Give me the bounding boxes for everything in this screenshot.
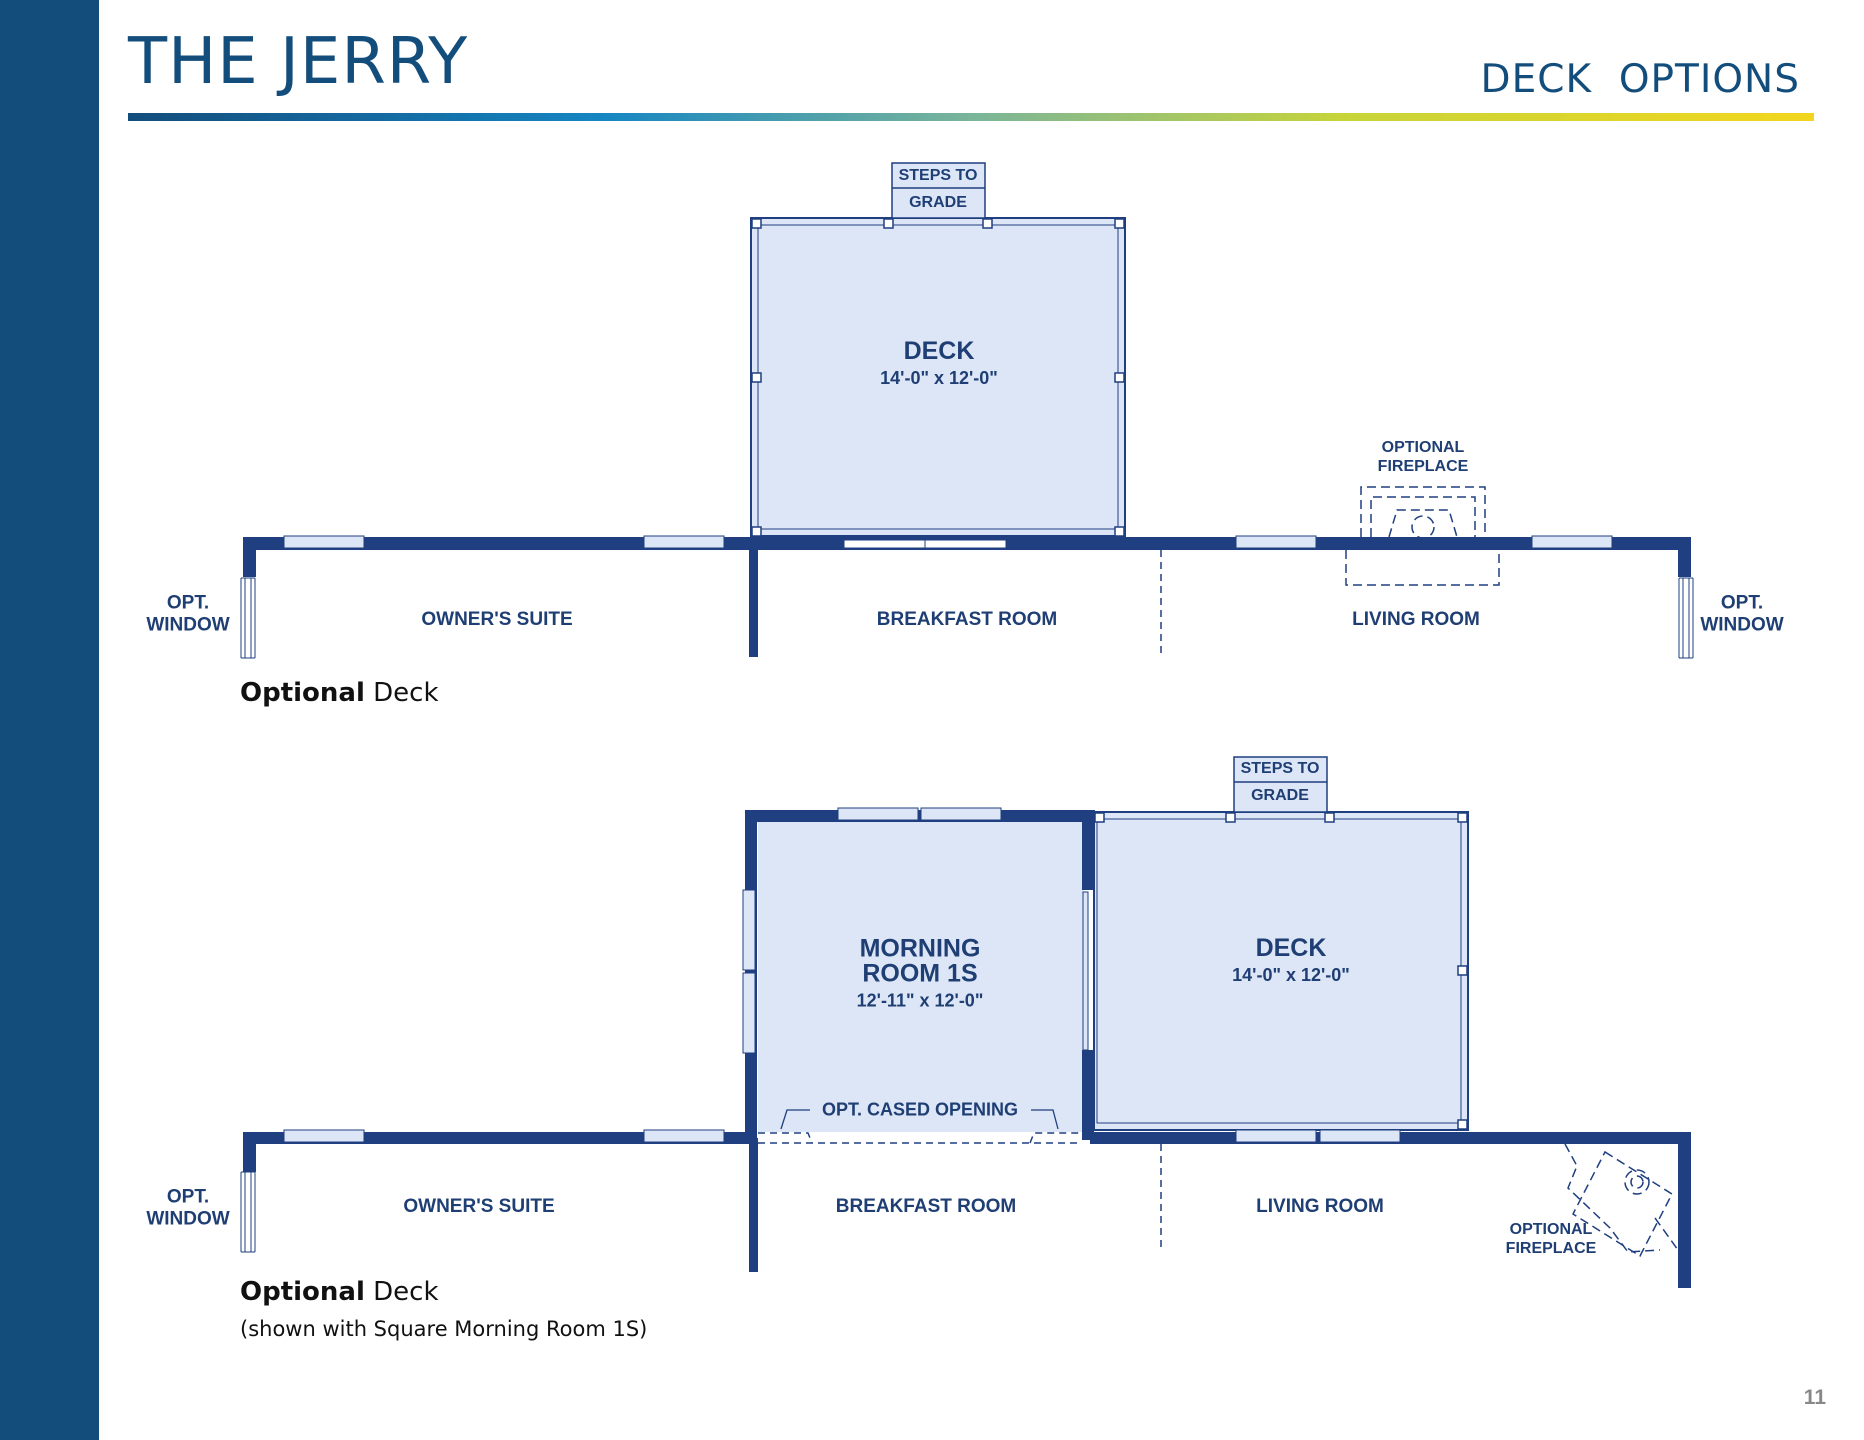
opt-window-left xyxy=(240,1171,256,1253)
left-sidebar-band xyxy=(0,0,99,1440)
opt-window-right xyxy=(1678,577,1694,659)
floor-plan-drawing xyxy=(240,756,1691,1288)
page-number: 11 xyxy=(1803,1386,1826,1409)
optional-fireplace-label: OPTIONAL FIREPLACE xyxy=(1505,1221,1597,1257)
wall-windows xyxy=(283,535,1613,549)
gradient-rule xyxy=(128,113,1814,121)
fireplace-outline xyxy=(1345,486,1500,586)
floor-plan-drawing xyxy=(240,162,1694,659)
deck-area xyxy=(1093,811,1469,1131)
living-room-label: LIVING ROOM xyxy=(1352,608,1480,630)
living-room-label: LIVING ROOM xyxy=(1256,1195,1384,1217)
cased-opening-dashes xyxy=(758,1132,1082,1144)
deck-label: DECK 14'-0" x 12'-0" xyxy=(880,336,998,388)
steps-to-grade-label: STEPS TO GRADE xyxy=(898,167,978,212)
breakfast-room-label: BREAKFAST ROOM xyxy=(876,608,1058,630)
morning-room-label: MORNING ROOM 1S 12'-11" x 12'-0" xyxy=(856,934,984,1011)
morning-room-windows xyxy=(742,807,1089,1054)
deck-posts xyxy=(1094,812,1468,1130)
plan-caption: Optional Deck xyxy=(240,678,439,708)
plan-subcaption: (shown with Square Morning Room 1S) xyxy=(240,1317,648,1341)
optional-fireplace-label: OPTIONAL FIREPLACE xyxy=(1377,439,1469,475)
steps-to-grade-box xyxy=(891,162,986,219)
steps-to-grade-box xyxy=(1233,756,1328,813)
steps-to-grade-label: STEPS TO GRADE xyxy=(1240,760,1320,805)
deck-area xyxy=(750,217,1126,537)
corner-fireplace-outline xyxy=(1564,1143,1679,1258)
plan-caption: Optional Deck xyxy=(240,1277,439,1307)
opt-window-right-label: OPT. WINDOW xyxy=(1700,592,1784,636)
breakfast-room-label: BREAKFAST ROOM xyxy=(835,1195,1017,1217)
wall-windows xyxy=(283,1129,1401,1143)
cased-opening-leader xyxy=(780,1109,1059,1130)
opt-window-label: OPT. WINDOW xyxy=(146,1186,230,1230)
morning-room-area xyxy=(758,820,1084,1132)
floor-plan-deck-with-morning-room: STEPS TO GRADE MORNING ROOM 1S 12'-11" x… xyxy=(0,720,1864,1440)
opt-window-left xyxy=(240,577,256,659)
owners-suite-label: OWNER'S SUITE xyxy=(421,608,573,630)
opt-window-left-label: OPT. WINDOW xyxy=(146,592,230,636)
section-title: DECK OPTIONS xyxy=(1480,57,1800,102)
plan-title: THE JERRY xyxy=(128,25,469,99)
exterior-walls xyxy=(243,537,1691,657)
deck-label: DECK 14'-0" x 12'-0" xyxy=(1232,933,1350,985)
deck-posts xyxy=(751,218,1125,537)
cased-opening-label: OPT. CASED OPENING xyxy=(821,1099,1019,1120)
floor-plan-optional-deck: STEPS TO GRADE DECK 14'-0" x 12'-0" OPTI… xyxy=(146,162,1784,708)
owners-suite-label: OWNER'S SUITE xyxy=(403,1195,555,1217)
